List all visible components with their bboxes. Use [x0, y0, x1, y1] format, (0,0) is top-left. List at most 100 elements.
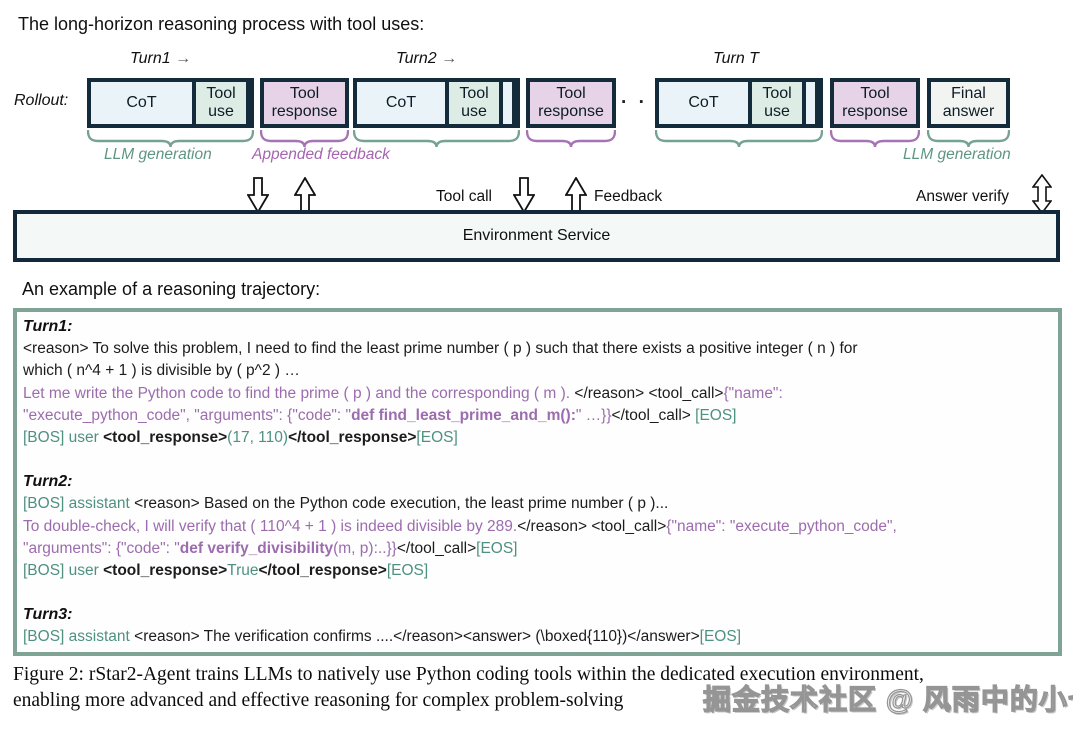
trajectory-text-segment: To double-check, I will verify that ( 11… [23, 517, 518, 535]
tool-response-box: Tool response [530, 82, 612, 124]
turn2-arrow-icon: → [441, 50, 458, 67]
double-arrow-icon [1032, 174, 1052, 214]
underbrace [87, 130, 254, 148]
trajectory-text-segment: (m, p):..}} [333, 539, 397, 557]
blank-line [23, 582, 1058, 604]
environment-service-bar: Environment Service [13, 210, 1060, 262]
trajectory-line: [BOS] assistant <reason> Based on the Py… [23, 493, 1058, 515]
underbrace [526, 130, 616, 148]
trajectory-text-segment: {"name": [723, 384, 783, 402]
final-answer-box: Final answer [931, 82, 1006, 124]
underbrace [655, 130, 823, 148]
turn-title: Turn2: [23, 473, 73, 491]
trajectory-text-segment: [EOS] [690, 406, 737, 424]
appended-feedback-label: Appended feedback [252, 146, 390, 163]
ellipsis-dots: · · · [621, 92, 666, 113]
trajectory-text-segment: </tool_call> [611, 406, 691, 424]
blank-line [23, 449, 1058, 471]
turnT-label: Turn T [713, 50, 759, 68]
trajectory-line: [BOS] assistant <reason> The verificatio… [23, 626, 1058, 648]
rollout-label: Rollout: [14, 92, 69, 109]
down-arrow-icon [247, 177, 269, 213]
trajectory-box: Turn1: <reason> To solve this problem, I … [13, 308, 1062, 656]
continuation-slice [806, 82, 815, 124]
down-arrow-icon [513, 177, 535, 213]
trajectory-text-segment: [BOS] assistant [23, 628, 135, 646]
turn1-label: Turn1 → [130, 50, 191, 68]
turn2-label: Turn2 → [396, 50, 457, 68]
trajectory-text-segment: <reason> Based on the Python code execut… [134, 495, 669, 513]
trajectory-text-segment: [BOS] assistant [23, 495, 135, 513]
caption-line-1: Figure 2: rStar2-Agent trains LLMs to na… [13, 664, 924, 685]
trajectory-text-segment: </reason> <tool_call> [517, 517, 667, 535]
trajectory-text-segment: True [227, 562, 259, 580]
trajectory-text-segment: [BOS] user [23, 562, 104, 580]
tool-use-box: Tool use [449, 82, 499, 124]
tool-use-box: Tool use [752, 82, 802, 124]
up-arrow-icon [294, 177, 316, 213]
turn-title: Turn3: [23, 606, 73, 624]
up-arrow-icon [565, 177, 587, 213]
tool-response-box: Tool response [834, 82, 916, 124]
diagram-title: The long-horizon reasoning process with … [18, 14, 425, 34]
tool-response-box: Tool response [264, 82, 345, 124]
continuation-slice [503, 82, 512, 124]
turn1-arrow-icon: → [175, 50, 192, 67]
underbrace [927, 130, 1010, 148]
turn2-group: CoT Tool use [353, 78, 520, 128]
trajectory-line: "execute_python_code", "arguments": {"co… [23, 405, 1058, 427]
tool-response-box-1: Tool response [260, 78, 349, 128]
trajectory-text-segment: <reason> To solve this problem, I need t… [23, 340, 858, 358]
trajectory-text-segment: Let me write the Python code to find the… [23, 384, 575, 402]
underbrace [830, 130, 920, 148]
turn1-text: Turn1 [130, 50, 171, 67]
tool-call-label: Tool call [436, 188, 492, 205]
cot-box: CoT [659, 82, 748, 124]
trajectory-text-segment: <reason> The verification confirms ....<… [134, 628, 700, 646]
trajectory-text-segment: def verify_divisibility [179, 539, 334, 557]
trajectory-text-segment: [BOS] user [23, 429, 104, 447]
trajectory-text-segment: [EOS] [416, 429, 458, 447]
final-answer-group: Final answer [927, 78, 1010, 128]
trajectory-line: "arguments": {"code": "def verify_divisi… [23, 538, 1058, 560]
tool-response-box-3: Tool response [830, 78, 920, 128]
trajectory-text-segment: [EOS] [386, 562, 429, 580]
trajectory-text-segment: [EOS] [476, 539, 518, 557]
feedback-label: Feedback [594, 188, 663, 205]
cot-box: CoT [91, 82, 192, 124]
caption-line-2: enabling more advanced and effective rea… [13, 690, 624, 711]
trajectory-text-segment: </tool_call> [396, 539, 477, 557]
trajectory-line: Let me write the Python code to find the… [23, 383, 1058, 405]
trajectory-text-segment: </tool_response> [288, 429, 417, 447]
turn2-text: Turn2 [396, 50, 437, 67]
turn-title: Turn1: [23, 318, 73, 335]
llm-generation-label-left: LLM generation [104, 146, 212, 163]
environment-service-label: Environment Service [462, 227, 611, 244]
trajectory-line: [BOS] user <tool_response>(17, 110)</too… [23, 427, 1058, 449]
example-heading: An example of a reasoning trajectory: [22, 279, 321, 299]
trajectory-text-segment: def find_least_prime_and_m(): [351, 406, 576, 424]
tool-use-box: Tool use [196, 82, 246, 124]
trajectory-text-segment: {"name": "execute_python_code", [666, 517, 897, 535]
cot-box: CoT [357, 82, 445, 124]
turnT-text: Turn T [713, 50, 759, 67]
trajectory-line: To double-check, I will verify that ( 11… [23, 516, 1058, 538]
trajectory-text-segment: </tool_response> [258, 562, 387, 580]
answer-verify-label: Answer verify [916, 188, 1010, 205]
trajectory-text-segment: <tool_response> [103, 429, 228, 447]
trajectory-text-segment: [EOS] [699, 628, 742, 646]
trajectory-line: [BOS] user <tool_response>True</tool_res… [23, 560, 1058, 582]
underbrace [260, 130, 349, 148]
turn1-group: CoT Tool use [87, 78, 254, 128]
trajectory-line: which ( n^4 + 1 ) is divisible by ( p^2 … [23, 360, 1058, 382]
trajectory-line: <reason> To solve this problem, I need t… [23, 338, 1058, 360]
trajectory-text-segment: "execute_python_code", "arguments": {"co… [23, 406, 352, 424]
trajectory-text-segment: " …}} [575, 406, 612, 424]
watermark: 掘金技术社区 @ 风雨中的小七 [702, 683, 1073, 715]
llm-generation-label-right: LLM generation [903, 146, 1011, 163]
tool-response-box-2: Tool response [526, 78, 616, 128]
trajectory-text-segment: which ( n^4 + 1 ) is divisible by ( p^2 … [23, 362, 300, 380]
trajectory-text-segment: (17, 110) [227, 429, 289, 447]
underbrace [353, 130, 520, 148]
